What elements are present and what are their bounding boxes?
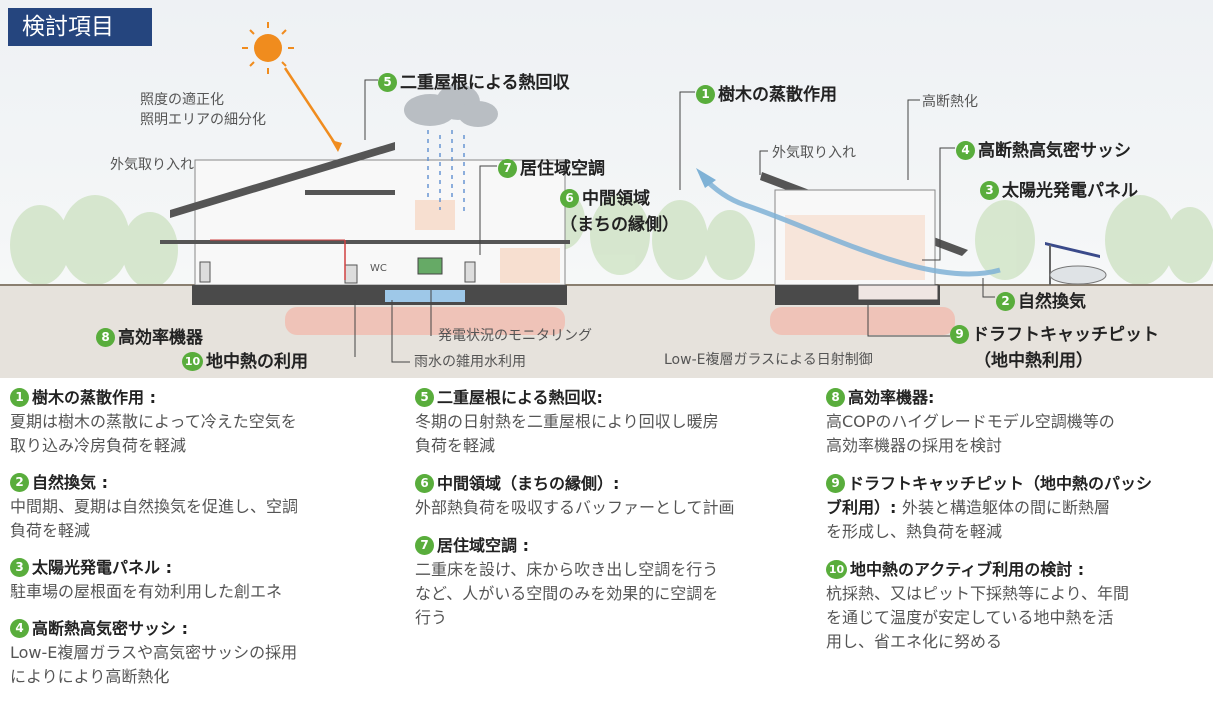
airflow-arrow [700, 174, 1001, 277]
number-badge: 3 [10, 558, 29, 577]
note-lighting: 照度の適正化照明エリアの細分化 [140, 92, 266, 129]
sun-icon [242, 22, 342, 152]
number-badge: 5 [415, 388, 434, 407]
double-roof [170, 142, 395, 218]
right-building [760, 172, 968, 305]
solar-carport [1045, 242, 1107, 285]
note-intake-right: 外気取り入れ [772, 145, 856, 161]
leader-lines [354, 79, 995, 363]
note-wc: WC [370, 263, 387, 274]
note-insulation: 高断熱化 [922, 94, 978, 110]
note-rainwater: 雨水の雑用水利用 [414, 354, 526, 370]
number-badge: 2 [10, 473, 29, 492]
section-title: 検討項目 [8, 8, 152, 46]
number-badge: 7 [415, 536, 434, 555]
number-badge: 1 [10, 388, 29, 407]
number-2-badge: 2 [996, 292, 1015, 311]
callout-9-sub: （地中熱利用） [974, 351, 1093, 371]
number-6-badge: 6 [560, 189, 579, 208]
number-badge: 10 [826, 560, 847, 579]
left-building [160, 142, 570, 305]
number-badge: 4 [10, 619, 29, 638]
note-intake-left: 外気取り入れ [110, 157, 194, 173]
number-1-badge: 1 [696, 85, 715, 104]
number-3-badge: 3 [980, 181, 999, 200]
number-8-badge: 8 [96, 328, 115, 347]
rain-cloud-icon [404, 84, 498, 212]
number-9-badge: 9 [950, 325, 969, 344]
section-illustration [0, 22, 1213, 378]
number-badge: 9 [826, 474, 845, 493]
number-10-badge: 10 [182, 352, 203, 371]
left-foundation [192, 285, 567, 305]
note-monitoring: 発電状況のモニタリング [438, 328, 592, 344]
monitor-screen [417, 257, 443, 275]
callout-6-sub: （まちの縁側） [560, 215, 679, 235]
number-5-badge: 5 [378, 73, 397, 92]
number-4-badge: 4 [956, 141, 975, 160]
rainwater-tank [385, 290, 465, 302]
number-badge: 6 [415, 474, 434, 493]
note-lowe-glass: Low-E複層ガラスによる日射制御 [664, 352, 873, 368]
number-7-badge: 7 [498, 159, 517, 178]
number-badge: 8 [826, 388, 845, 407]
